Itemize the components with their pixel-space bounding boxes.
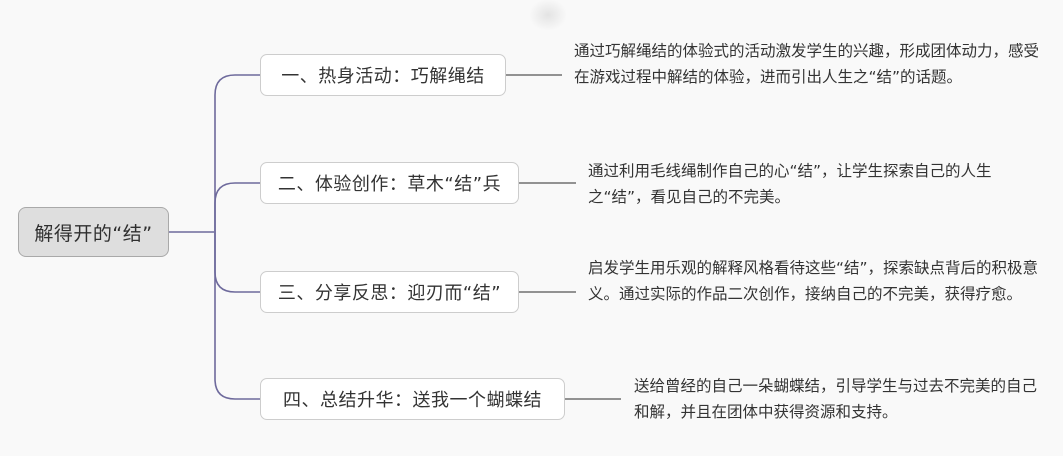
faint-artifact: [530, 0, 566, 30]
branch-topic-reflection[interactable]: 三、分享反思：迎刃而“结”: [260, 271, 519, 313]
connector-branch-2: [214, 182, 260, 232]
branch-description-warmup: 通过巧解绳结的体验式的活动激发学生的兴趣，形成团体动力，感受在游戏过程中解结的体…: [574, 42, 1040, 86]
connector-branch-4: [214, 232, 260, 400]
connector-branch-3: [214, 232, 260, 293]
root-topic[interactable]: 解得开的“结”: [18, 207, 169, 257]
branch-topic-warmup[interactable]: 一、热身活动：巧解绳结: [260, 54, 506, 96]
branch-topic-creation[interactable]: 二、体验创作：草木“结”兵: [260, 162, 519, 204]
connector-branch-1: [214, 74, 260, 232]
branch-description-creation: 通过利用毛线绳制作自己的心“结”，让学生探索自己的人生之“结”，看见自己的不完美…: [588, 162, 992, 206]
branch-description-reflection: 启发学生用乐观的解释风格看待这些“结”，探索缺点背后的积极意义。通过实际的作品二…: [588, 259, 1039, 303]
branch-topic-summary[interactable]: 四、总结升华：送我一个蝴蝶结: [260, 378, 565, 420]
branch-description-summary: 送给曾经的自己一朵蝴蝶结，引导学生与过去不完美的自己和解，并且在团体中获得资源和…: [634, 377, 1038, 421]
